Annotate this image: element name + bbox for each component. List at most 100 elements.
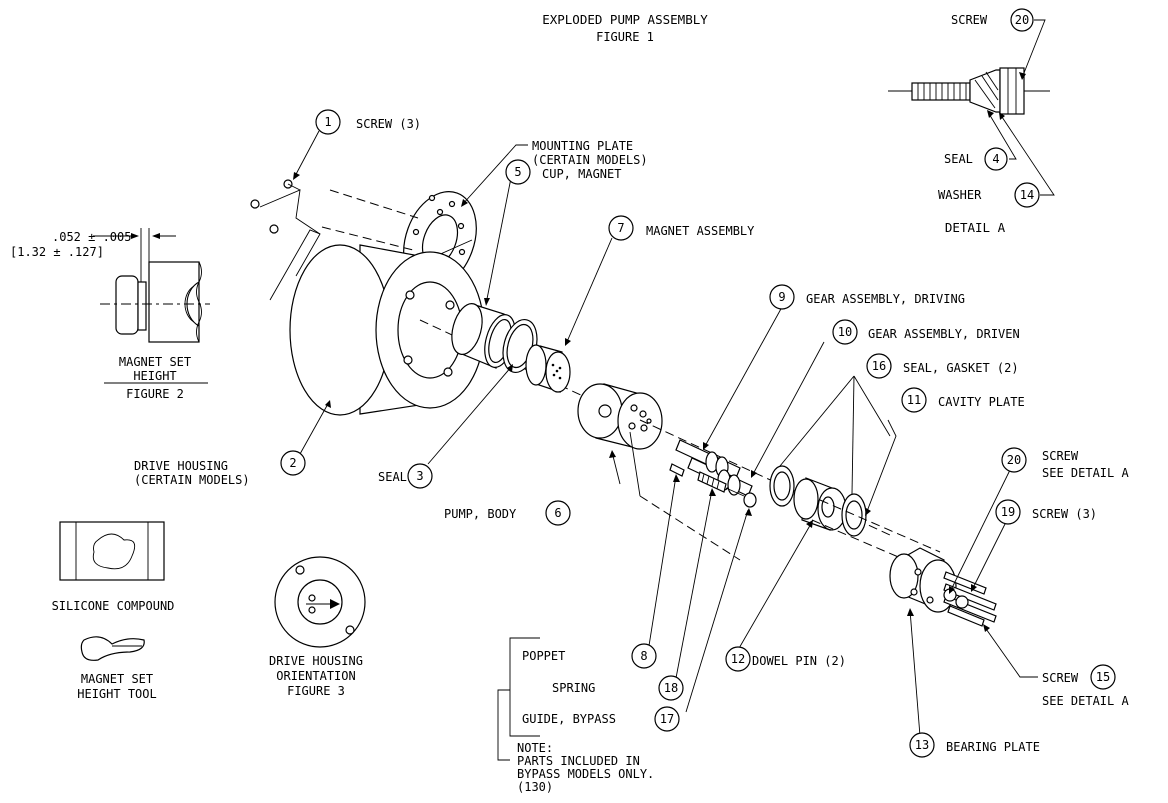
callout-7-label: MAGNET ASSEMBLY [646, 224, 755, 238]
callout-20b-bubble [1001, 447, 1027, 473]
note-line-4: (130) [517, 780, 553, 794]
callout-9-label: GEAR ASSEMBLY, DRIVING [806, 292, 965, 306]
callout-6-bubble [545, 500, 571, 526]
callout-6-number: 6 [554, 506, 561, 520]
callout-7-bubble [608, 215, 634, 241]
figure-2-caption-3: FIGURE 2 [126, 387, 184, 401]
callout-6-label: PUMP, BODY [444, 507, 517, 521]
height-tool-drawing [80, 636, 145, 661]
callout-15-number: 15 [1096, 670, 1110, 684]
callout-3-label: SEAL [378, 470, 407, 484]
callout-14-bubble [1014, 182, 1040, 208]
callout-1-bubble [315, 109, 341, 135]
callout-13-label: BEARING PLATE [946, 740, 1040, 754]
callout-13-number: 13 [915, 738, 929, 752]
callout-15-bubble [1090, 664, 1116, 690]
callout-16-label: SEAL, GASKET (2) [903, 361, 1019, 375]
callout-10-label: GEAR ASSEMBLY, DRIVEN [868, 327, 1020, 341]
bearing-plate-drawing [811, 469, 1038, 737]
dowel-pin-drawing [737, 520, 813, 651]
callout-15-label-2: SEE DETAIL A [1042, 694, 1129, 708]
callout-12-number: 12 [731, 652, 745, 666]
magnet-assembly-drawing [525, 237, 613, 393]
callout-10-number: 10 [838, 325, 852, 339]
callout-16-number: 16 [872, 359, 886, 373]
figure-3-drawing [274, 556, 366, 648]
diagram-subtitle: FIGURE 1 [596, 30, 654, 44]
note-line-1: NOTE: [517, 741, 553, 755]
callout-18-number: 18 [664, 681, 678, 695]
figure-3-caption-3: FIGURE 3 [287, 684, 345, 698]
callout-1-label: SCREW (3) [356, 117, 421, 131]
callout-4-label: SEAL [944, 152, 973, 166]
callout-20a-label: SCREW [951, 13, 988, 27]
callout-17-bubble [654, 706, 680, 732]
callout-9-bubble [769, 284, 795, 310]
detail-a-drawing [888, 19, 1055, 196]
callout-3-number: 3 [416, 469, 423, 483]
callout-12-bubble [725, 646, 751, 672]
callout-2-bubble [280, 450, 306, 476]
callout-18-label: SPRING [552, 681, 595, 695]
callout-10-bubble [832, 319, 858, 345]
callout-18-bubble [658, 675, 684, 701]
callout-2-label-2: (CERTAIN MODELS) [134, 473, 250, 487]
gears-and-plates-drawing [675, 306, 897, 537]
callout-8-label: POPPET [522, 649, 565, 663]
callout-11-bubble [901, 387, 927, 413]
figure-3-caption-1: DRIVE HOUSING [269, 654, 363, 668]
note-line-3: BYPASS MODELS ONLY. [517, 767, 654, 781]
note-line-2: PARTS INCLUDED IN [517, 754, 640, 768]
callout-9-number: 9 [778, 290, 785, 304]
callout-8-bubble [631, 643, 657, 669]
pump-body-drawing [577, 383, 891, 561]
callout-20b-label: SCREW [1042, 449, 1079, 463]
tool-label-1: MAGNET SET [81, 672, 153, 686]
screws-1-drawing [250, 130, 321, 235]
callout-1-number: 1 [324, 115, 331, 129]
callout-20b-label-2: SEE DETAIL A [1042, 466, 1129, 480]
callout-16-bubble [866, 353, 892, 379]
figure-2-dimension-in: .052 ± .005 [52, 230, 131, 244]
callout-5-bubble [505, 159, 531, 185]
callout-5-number: 5 [514, 165, 521, 179]
callout-15-label: SCREW [1042, 671, 1079, 685]
callout-14-number: 14 [1020, 188, 1034, 202]
figure-2-caption-2: HEIGHT [133, 369, 176, 383]
diagram-title: EXPLODED PUMP ASSEMBLY [542, 12, 708, 27]
detail-a-caption: DETAIL A [945, 220, 1006, 235]
mounting-plate-label-1: MOUNTING PLATE [532, 139, 633, 153]
callout-4-number: 4 [992, 152, 999, 166]
callout-8-number: 8 [640, 649, 647, 663]
callout-17-number: 17 [660, 712, 674, 726]
callout-19-number: 19 [1001, 505, 1015, 519]
callout-7-number: 7 [617, 221, 624, 235]
callout-19-label: SCREW (3) [1032, 507, 1097, 521]
callout-19-bubble [995, 499, 1021, 525]
callout-4-bubble [984, 147, 1008, 171]
drive-housing-drawing [269, 229, 485, 455]
callout-13-bubble [909, 732, 935, 758]
silicone-compound-label: SILICONE COMPOUND [52, 599, 175, 613]
callout-14-label: WASHER [938, 188, 982, 202]
figure-3-caption-2: ORIENTATION [276, 669, 355, 683]
bypass-parts-drawing [647, 463, 757, 713]
callout-17-label: GUIDE, BYPASS [522, 712, 616, 726]
tool-label-2: HEIGHT TOOL [77, 687, 156, 701]
bypass-bracket [497, 637, 540, 761]
callout-20a-bubble [1010, 8, 1034, 32]
callout-12-label: DOWEL PIN (2) [752, 654, 846, 668]
callout-11-label: CAVITY PLATE [938, 395, 1025, 409]
callout-20a-number: 20 [1015, 13, 1029, 27]
callout-11-number: 11 [907, 393, 921, 407]
figure-2-caption-1: MAGNET SET [119, 355, 191, 369]
callout-5-label: CUP, MAGNET [542, 167, 621, 181]
callout-20b-number: 20 [1007, 453, 1021, 467]
callout-2-number: 2 [289, 456, 296, 470]
figure-2-dimension-mm: [1.32 ± .127] [10, 245, 104, 259]
mounting-plate-label-2: (CERTAIN MODELS) [532, 153, 648, 167]
callout-2-label: DRIVE HOUSING [134, 459, 228, 473]
figure-2-drawing [93, 228, 210, 384]
callout-3-bubble [407, 463, 433, 489]
